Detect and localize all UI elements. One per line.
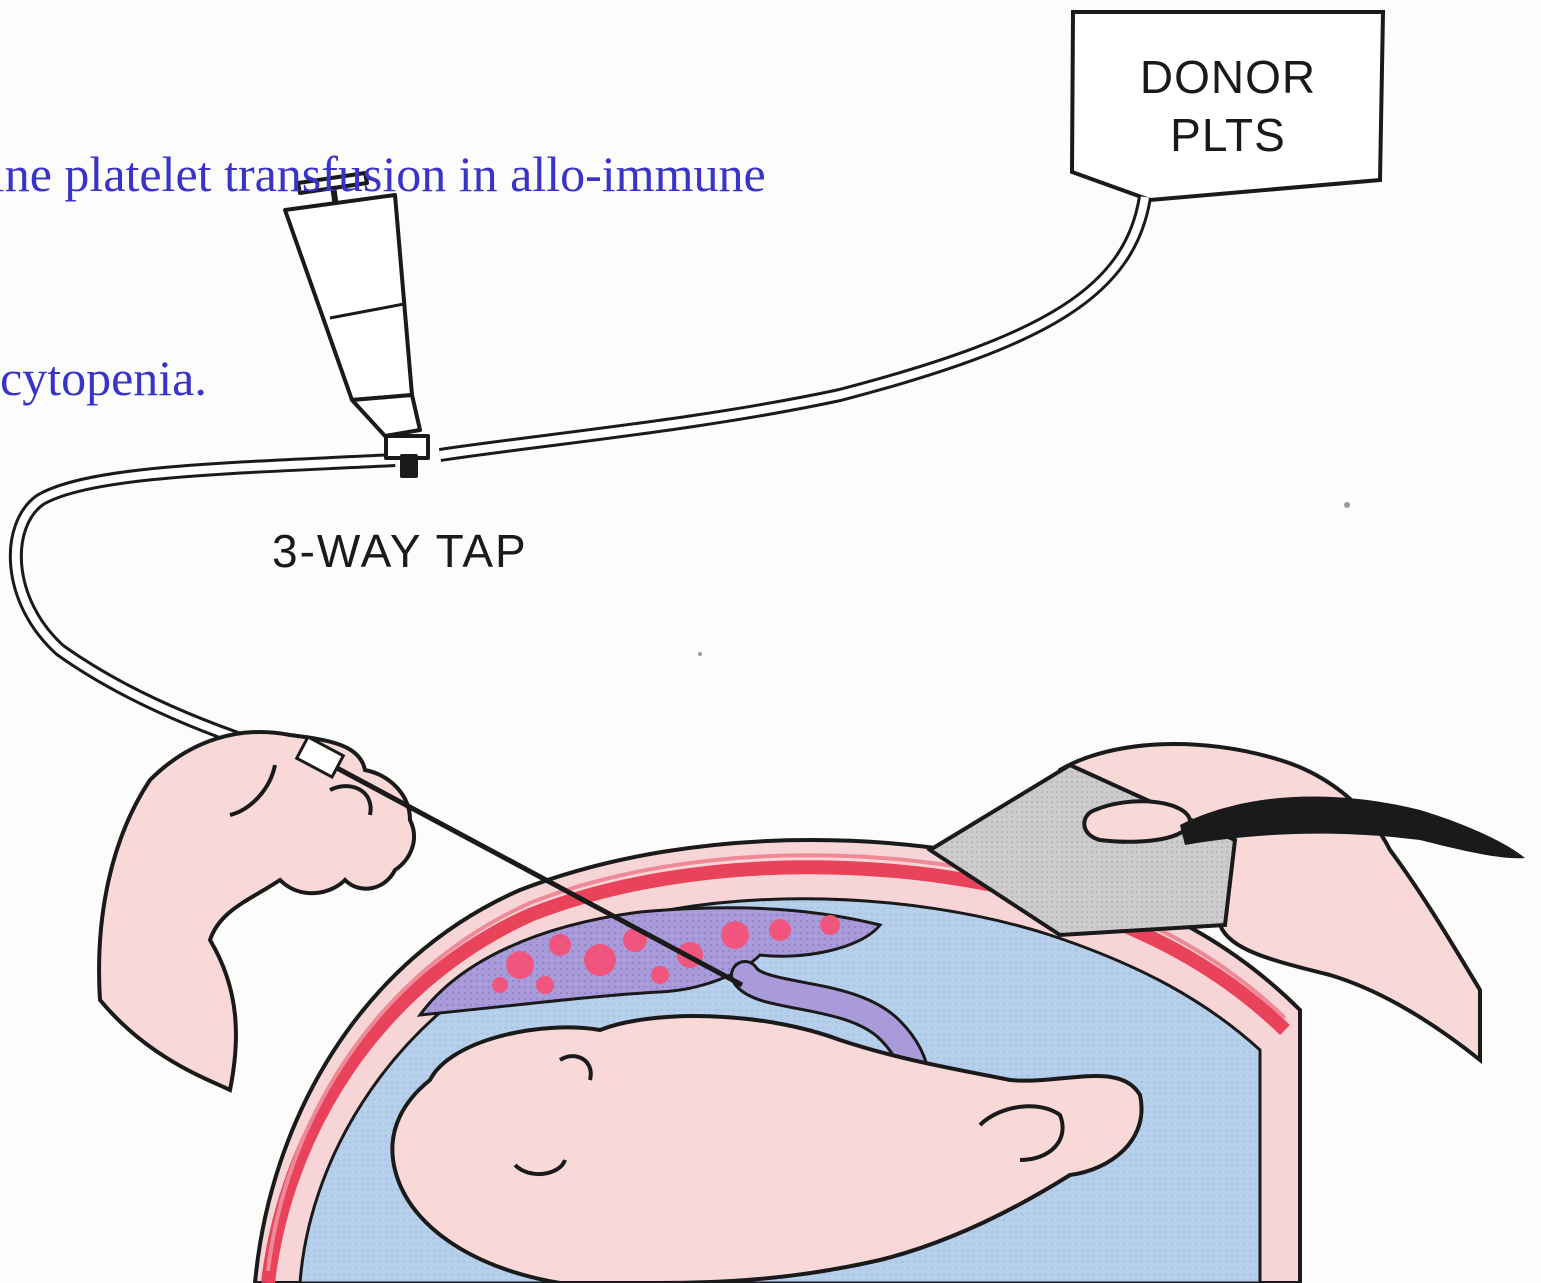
donor-label-line-2: PLTS xyxy=(1078,106,1378,164)
title-caption: erine platelet transfusion in allo-immun… xyxy=(0,4,992,480)
caption-line-1: erine platelet transfusion in allo-immun… xyxy=(0,140,992,208)
donor-plts-label: DONOR PLTS xyxy=(1078,48,1378,164)
caption-line-2: cytopenia. xyxy=(0,344,992,412)
specks xyxy=(698,502,1350,656)
three-way-tap-label: 3-WAY TAP xyxy=(272,524,528,578)
donor-label-line-1: DONOR xyxy=(1078,48,1378,106)
needle-tubing xyxy=(16,460,395,760)
right-fingers xyxy=(1084,801,1190,842)
